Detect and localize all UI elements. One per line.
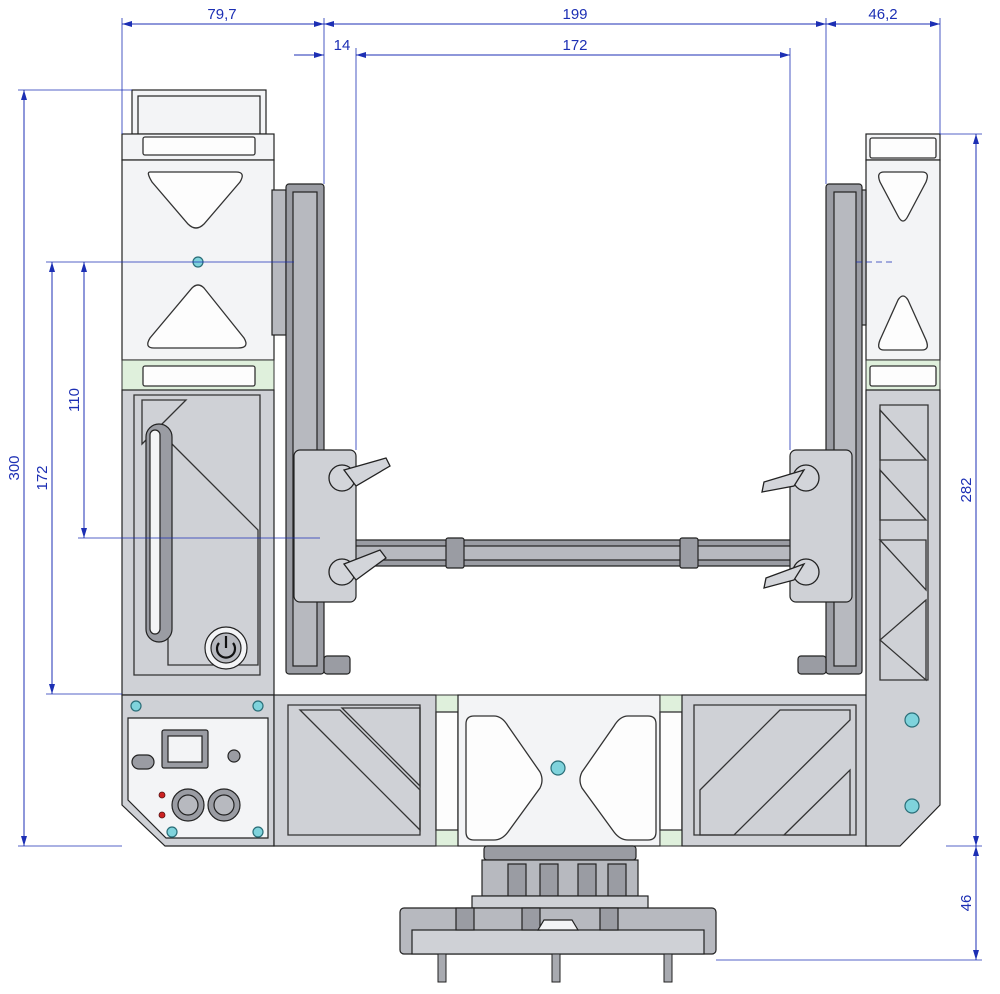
left-clamp [293,449,391,603]
left-mid-joint [121,359,275,391]
left-top-cap [121,89,275,161]
right-arm [865,133,941,847]
dim-left-height: 172 [34,465,51,490]
dim-top-left-width: 79,7 [207,6,236,23]
status-led-1 [158,791,166,799]
dim-total-height: 300 [6,455,23,480]
dim-top-right-width: 46,2 [868,6,897,23]
right-clamp [761,449,853,603]
left-lower-arm [121,389,275,696]
bottom-bar [273,694,869,847]
dimension-lines: 79,7 199 46,2 14 172 300 172 110 282 46 [6,6,982,961]
dim-left-inner-height: 110 [66,388,83,412]
power-button[interactable] [204,626,248,670]
right-clamp-lever-top [761,468,806,493]
connector-panel [121,694,275,847]
gimbal-assembly [121,89,941,983]
dim-top-middle-width: 199 [562,6,587,23]
dim-clamp-offset: 14 [334,37,351,54]
status-led-2 [158,811,166,819]
audio-jack [227,749,241,763]
dim-inner-width: 172 [562,37,587,54]
left-clamp-lever-top [342,457,391,487]
dim-right-height: 282 [958,477,975,502]
bottom-pivot-hole [550,760,566,776]
camera-crossbar [293,449,853,603]
usb-c-port [131,754,155,770]
left-clamp-lever-bottom [342,549,387,581]
dim-base-height: 46 [958,895,975,912]
base-mount [399,845,717,983]
left-upper-arm [121,159,275,361]
right-clamp-lever-bottom [763,562,806,589]
power-icon [215,642,237,659]
